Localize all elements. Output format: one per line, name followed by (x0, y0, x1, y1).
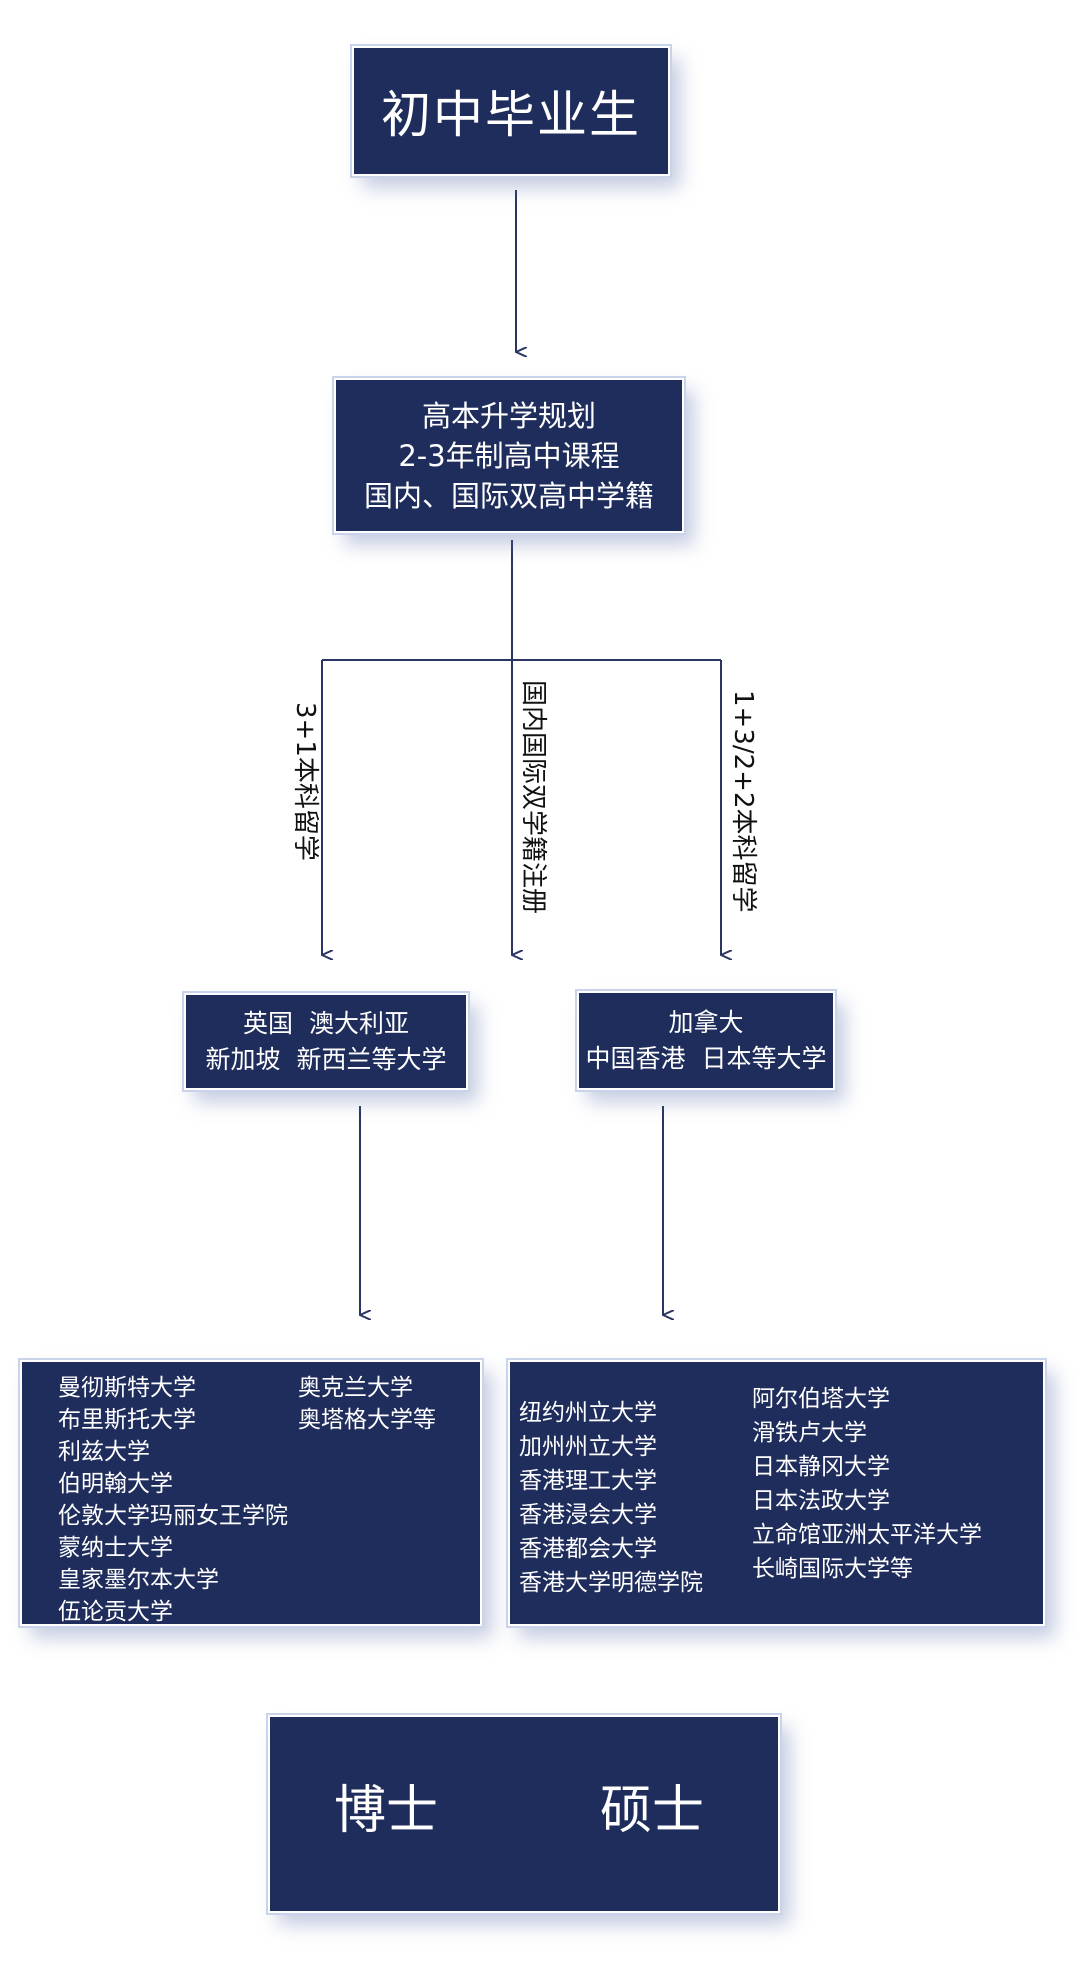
degree-master: 硕士 (600, 1781, 705, 1841)
university-column: 奥克兰大学 奥塔格大学等 (298, 1372, 436, 1436)
region-box-right: 加拿大 中国香港 日本等大学 (577, 991, 835, 1090)
degree-doctor: 博士 (334, 1781, 439, 1841)
university-name: 伦敦大学玛丽女王学院 (58, 1503, 288, 1529)
university-name: 香港大学明德学院 (519, 1570, 703, 1596)
university-name: 长崎国际大学等 (752, 1556, 913, 1582)
university-list-left: 曼彻斯特大学 布里斯托大学 利兹大学 伯明翰大学 伦敦大学玛丽女王学院 蒙纳士大… (20, 1360, 482, 1626)
university-name: 奥塔格大学等 (298, 1407, 436, 1433)
university-name: 奥克兰大学 (298, 1375, 413, 1401)
region-line: 中国香港 日本等大学 (585, 1043, 827, 1073)
university-name: 伯明翰大学 (58, 1471, 173, 1497)
university-name: 立命馆亚洲太平洋大学 (752, 1522, 982, 1548)
university-name: 布里斯托大学 (58, 1407, 196, 1433)
study-plan-line: 国内、国际双高中学籍 (363, 478, 654, 513)
university-name: 加州州立大学 (519, 1434, 657, 1460)
branch-label-middle: 国内国际双学籍注册 (518, 680, 548, 915)
university-name: 蒙纳士大学 (58, 1535, 173, 1561)
university-name: 阿尔伯塔大学 (752, 1386, 890, 1412)
university-name: 曼彻斯特大学 (58, 1375, 196, 1401)
university-name: 皇家墨尔本大学 (58, 1567, 219, 1593)
study-plan-box: 高本升学规划 2-3年制高中课程 国内、国际双高中学籍 (334, 378, 684, 533)
university-name: 日本法政大学 (752, 1488, 890, 1514)
university-column: 曼彻斯特大学 布里斯托大学 利兹大学 伯明翰大学 伦敦大学玛丽女王学院 蒙纳士大… (58, 1372, 288, 1628)
university-name: 香港浸会大学 (519, 1502, 657, 1528)
region-line: 加拿大 (668, 1007, 744, 1037)
branch-label-left: 3+1本科留学 (290, 702, 320, 861)
university-column: 纽约州立大学 加州州立大学 香港理工大学 香港浸会大学 香港都会大学 香港大学明… (519, 1396, 703, 1600)
junior-graduate-title: 初中毕业生 (381, 86, 641, 144)
university-name: 日本静冈大学 (752, 1454, 890, 1480)
degrees-box: 博士 硕士 (268, 1715, 780, 1913)
region-box-left: 英国 澳大利亚 新加坡 新西兰等大学 (184, 993, 468, 1090)
study-plan-line: 高本升学规划 (421, 398, 596, 433)
university-name: 滑铁卢大学 (752, 1420, 867, 1446)
university-name: 香港都会大学 (519, 1536, 657, 1562)
region-line: 英国 澳大利亚 (243, 1008, 409, 1038)
university-name: 利兹大学 (58, 1439, 150, 1465)
university-column: 阿尔伯塔大学 滑铁卢大学 日本静冈大学 日本法政大学 立命馆亚洲太平洋大学 长崎… (752, 1382, 982, 1586)
junior-graduate-box: 初中毕业生 (352, 46, 670, 176)
university-name: 伍论贡大学 (58, 1599, 173, 1625)
branch-label-right: 1+3/2+2本科留学 (728, 690, 758, 913)
university-list-right: 纽约州立大学 加州州立大学 香港理工大学 香港浸会大学 香港都会大学 香港大学明… (508, 1360, 1045, 1626)
university-name: 香港理工大学 (519, 1468, 657, 1494)
study-plan-line: 2-3年制高中课程 (398, 438, 620, 473)
university-name: 纽约州立大学 (519, 1400, 657, 1426)
region-line: 新加坡 新西兰等大学 (205, 1044, 447, 1074)
